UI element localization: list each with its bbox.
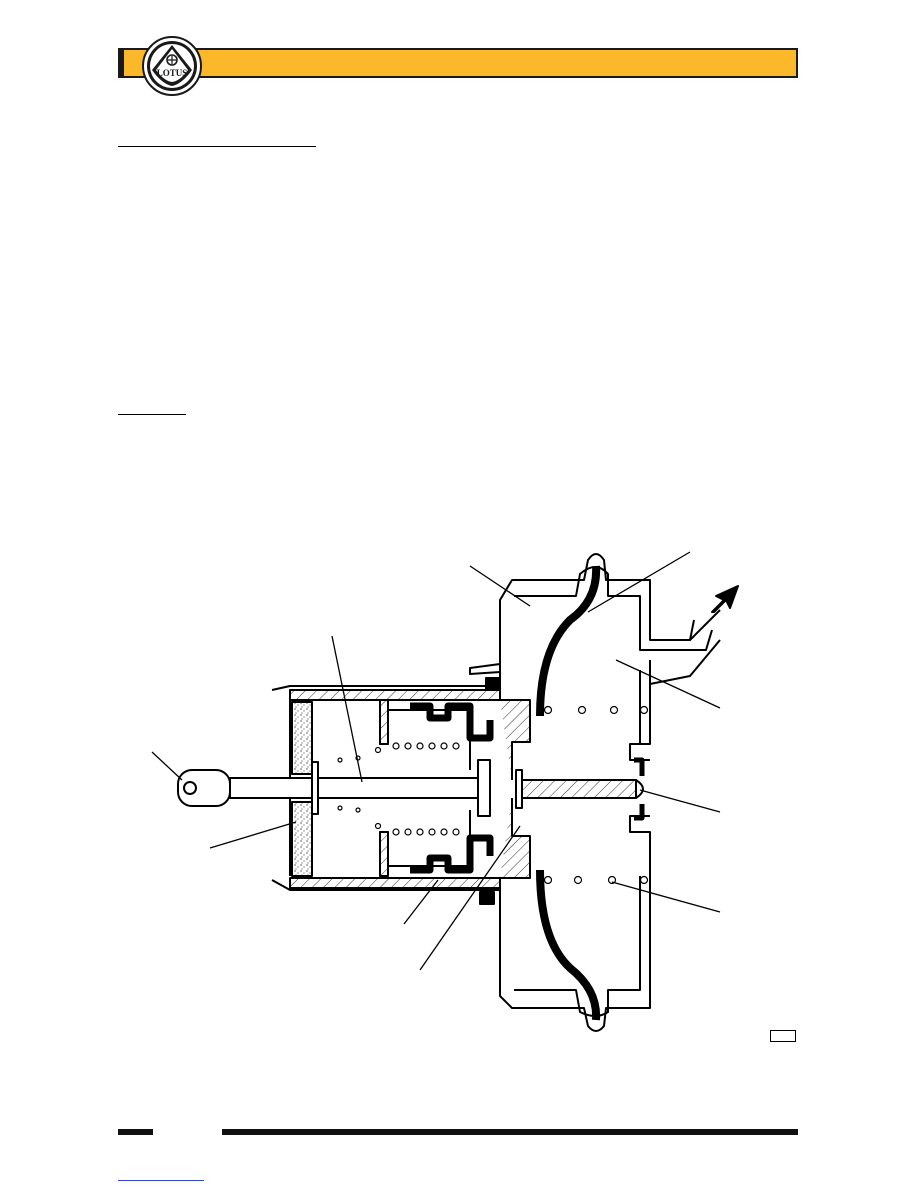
bottom-link-underline[interactable] (118, 1180, 204, 1181)
valve-body-upper (379, 700, 471, 770)
centre-hub-lower (500, 798, 531, 879)
clevis-fork (177, 769, 231, 807)
main-diaphragm-upper (536, 565, 601, 717)
header-bar (118, 48, 798, 78)
air-filter-bottom (291, 801, 313, 877)
logo-lettering: LOTUS (157, 68, 188, 78)
seal-lower (479, 891, 495, 905)
air-filter-top (291, 701, 313, 775)
cylinder-top-wall (289, 689, 501, 701)
footer-bar-left (118, 1129, 153, 1135)
vacuum-outlet-pipe (689, 609, 721, 641)
leader-lines (151, 551, 721, 971)
lotus-logo-icon: LOTUS (142, 36, 202, 96)
heading-underline-1 (118, 146, 316, 147)
output-push-rod (519, 779, 637, 799)
heading-underline-2 (118, 414, 186, 415)
valve-body-lower (379, 810, 471, 876)
clevis-pin-hole (183, 781, 197, 795)
booster-shell-lower (499, 868, 651, 1032)
centre-hub-upper (500, 699, 531, 780)
footer-bar-right (222, 1129, 798, 1135)
booster-return-spring-coils (543, 705, 649, 885)
push-rod (229, 777, 481, 799)
figure-reference-box (770, 1030, 796, 1042)
seal-upper (485, 677, 501, 691)
main-diaphragm-lower (536, 869, 601, 1021)
cylinder-bottom-wall (289, 877, 501, 889)
valve-diaphragm-lower (410, 834, 494, 874)
return-spring-coils (337, 742, 460, 836)
valve-diaphragm-upper (410, 702, 494, 742)
vacuum-flow-arrow (711, 585, 739, 613)
front-rod-seal (634, 757, 645, 821)
header-left-tab (118, 48, 124, 78)
